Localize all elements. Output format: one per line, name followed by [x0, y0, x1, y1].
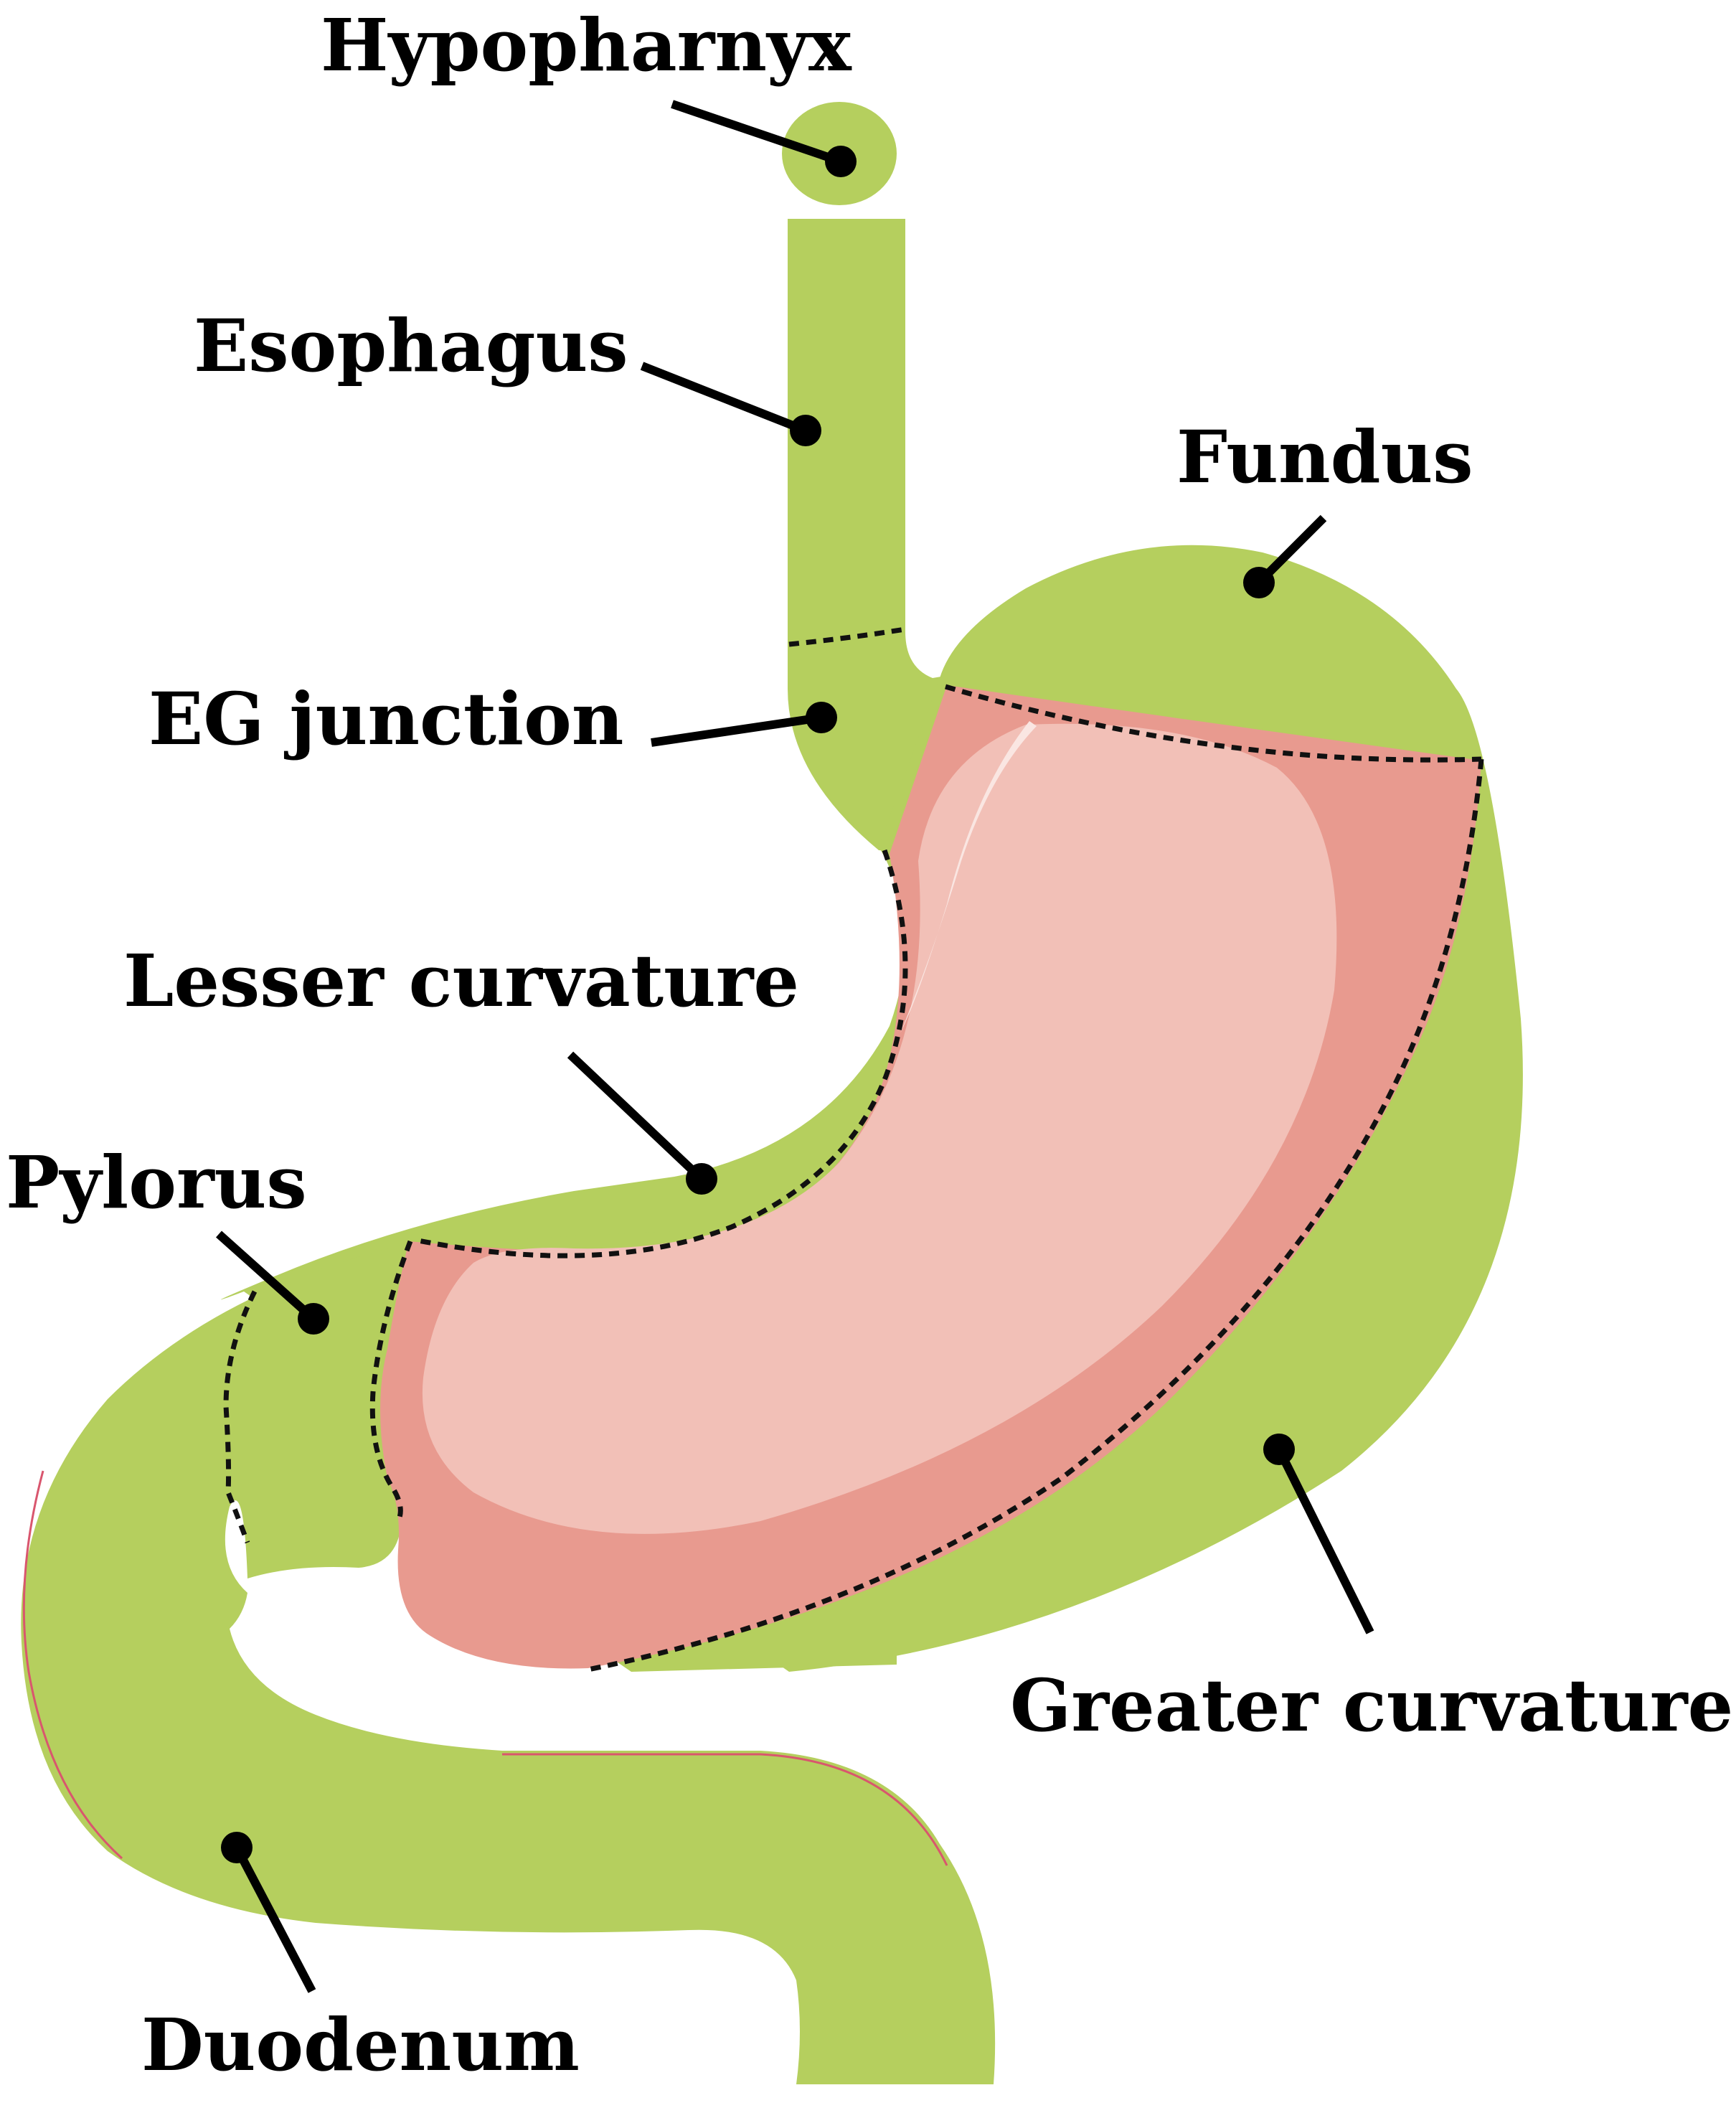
label-lesser-curvature: Lesser curvature: [123, 938, 799, 1023]
dot-fundus: [1243, 567, 1275, 598]
label-hypopharnyx: Hypopharnyx: [321, 3, 852, 88]
rim-shadow-duodenum: [502, 1753, 948, 1866]
fundus-boundary: [945, 684, 1482, 763]
leader-pylorus: [216, 1231, 316, 1322]
dot-esophagus: [790, 415, 821, 446]
pylorus-duodenum-boundary: [223, 1290, 258, 1544]
mucosa-inner: [422, 723, 1337, 1534]
label-eg-junction: EG junction: [148, 677, 624, 761]
label-greater-curvature: Greater curvature: [1010, 1663, 1733, 1748]
dot-hypopharnyx: [825, 146, 857, 177]
lesser-curvature-boundary: [414, 849, 908, 1258]
labels: Hypopharnyx Esophagus Fundus EG junction…: [6, 3, 1733, 2087]
esophagus-eg-boundary: [788, 626, 906, 647]
label-fundus: Fundus: [1176, 415, 1473, 499]
mucosa-region: [380, 685, 1481, 1669]
leader-lesser-curvature: [567, 1051, 705, 1182]
esophagus-shape: [788, 219, 954, 854]
label-pylorus: Pylorus: [6, 1140, 307, 1225]
leader-greater-curvature: [1275, 1447, 1374, 1634]
leader-esophagus: [640, 362, 808, 435]
leader-hypopharnyx: [671, 100, 842, 166]
leader-eg-junction: [651, 713, 822, 747]
dot-duodenum: [221, 1832, 253, 1863]
dot-greater-curvature: [1263, 1434, 1295, 1465]
label-esophagus: Esophagus: [194, 304, 628, 388]
dot-lesser-curvature: [686, 1163, 717, 1195]
label-duodenum: Duodenum: [141, 2003, 580, 2087]
rim-shadow: [22, 1470, 123, 1860]
leaders: [216, 100, 1374, 1993]
leader-duodenum: [232, 1845, 316, 1993]
region-boundaries: [223, 626, 1484, 1673]
greater-curvature-boundary: [584, 758, 1484, 1673]
dot-eg-junction: [806, 702, 837, 733]
dot-pylorus: [298, 1303, 329, 1335]
antrum-pylorus-boundary: [369, 1240, 413, 1523]
